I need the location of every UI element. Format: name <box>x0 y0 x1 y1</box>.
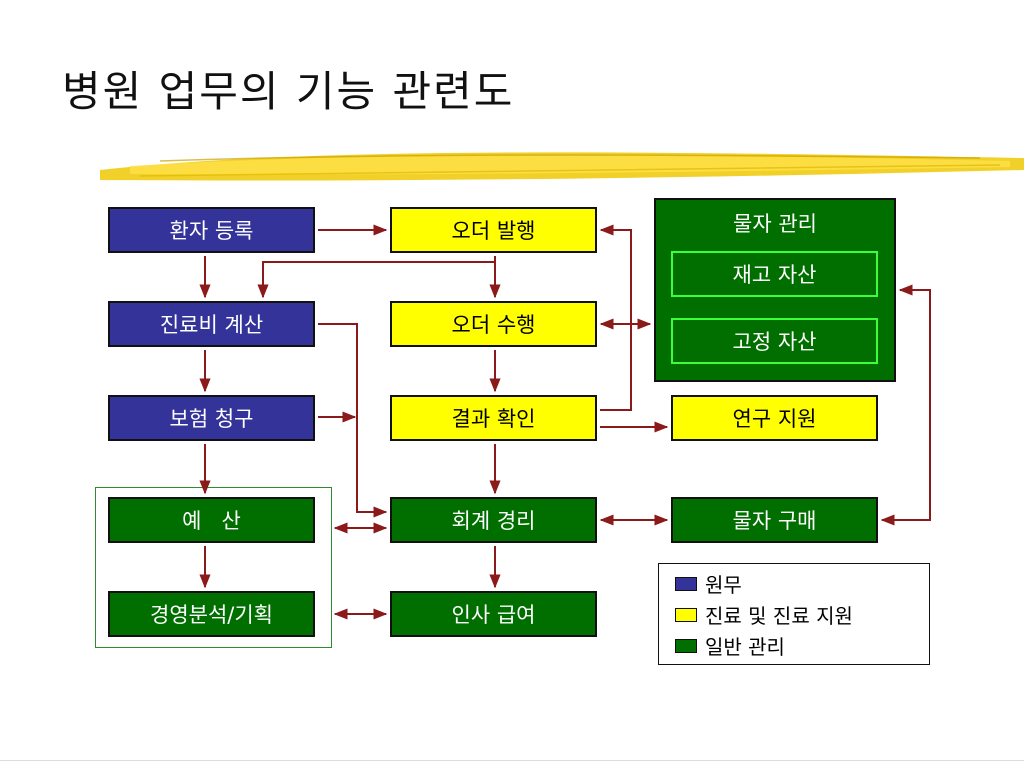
box-payroll[interactable]: 인사 급여 <box>390 591 597 637</box>
box-accounting[interactable]: 회계 경리 <box>390 497 597 543</box>
legend-swatch-clinical <box>675 607 697 622</box>
legend-label-clinical: 진료 및 진료 지원 <box>705 604 853 628</box>
box-order-issue[interactable]: 오더 발행 <box>390 207 597 253</box>
footer-divider <box>0 760 1024 761</box>
legend: 원무 진료 및 진료 지원 일반 관리 <box>658 563 930 665</box>
box-result-check[interactable]: 결과 확인 <box>390 395 597 441</box>
box-fixed-assets[interactable]: 고정 자산 <box>671 318 878 364</box>
materials-management-label: 물자 관리 <box>733 212 817 236</box>
box-insurance-claim[interactable]: 보험 청구 <box>108 395 315 441</box>
arrow-billing-to-accounting <box>318 323 388 518</box>
box-billing[interactable]: 진료비 계산 <box>108 301 315 347</box>
legend-swatch-general <box>675 638 697 653</box>
box-budget[interactable]: 예 산 <box>108 497 315 543</box>
box-management-planning[interactable]: 경영분석/기획 <box>108 591 315 637</box>
box-materials-purchase[interactable]: 물자 구매 <box>671 497 878 543</box>
box-inventory-assets[interactable]: 재고 자산 <box>671 251 878 297</box>
legend-item-clinical: 진료 및 진료 지원 <box>675 599 929 630</box>
box-research-support[interactable]: 연구 지원 <box>671 395 878 441</box>
general-admin-group-frame <box>95 487 332 648</box>
legend-item-general: 일반 관리 <box>675 630 929 661</box>
legend-item-admin: 원무 <box>675 568 929 599</box>
legend-label-admin: 원무 <box>705 573 742 597</box>
arrow-result-to-order-issue <box>599 224 632 411</box>
legend-label-general: 일반 관리 <box>705 635 785 659</box>
arrow-order-to-billing <box>257 261 495 299</box>
box-patient-registration[interactable]: 환자 등록 <box>108 207 315 253</box>
legend-swatch-admin <box>675 576 697 591</box>
page-title: 병원 업무의 기능 관련도 <box>62 67 515 116</box>
box-order-execute[interactable]: 오더 수행 <box>390 301 597 347</box>
